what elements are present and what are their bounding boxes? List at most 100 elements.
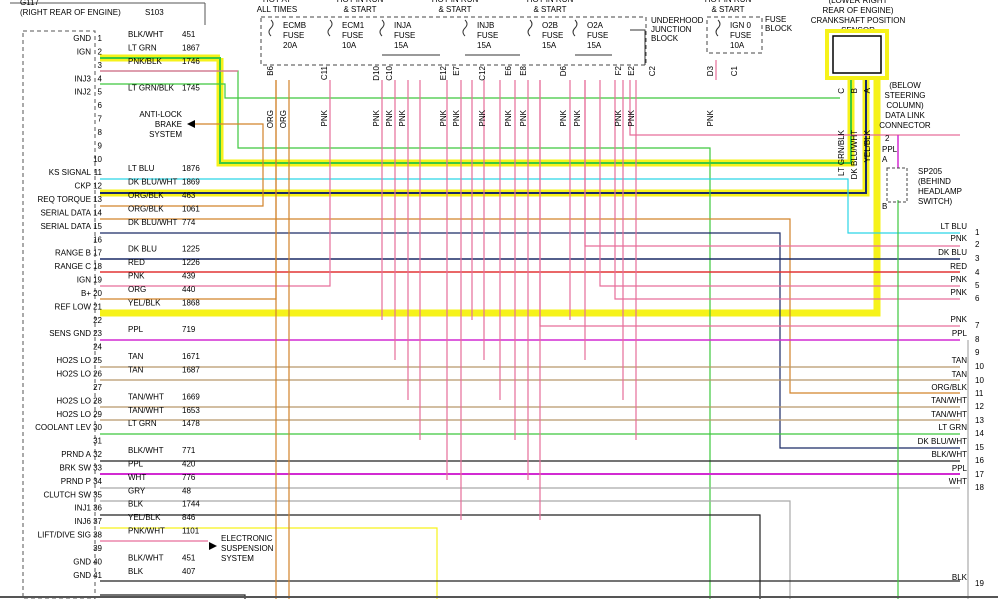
fuse-rating: 10A xyxy=(342,41,357,50)
pin-number: 5 xyxy=(98,88,103,97)
output-number: 2 xyxy=(975,240,980,249)
wire-color-label: LT BLU xyxy=(128,164,155,173)
fuse-name: ECMB xyxy=(283,21,306,30)
pin-number: 13 xyxy=(93,195,102,204)
output-number: 11 xyxy=(975,389,984,398)
output-number: 13 xyxy=(975,416,984,425)
output-number: 1 xyxy=(975,228,980,237)
power-source-label: HOT IN RUN xyxy=(705,0,752,4)
circuit-number: 439 xyxy=(182,272,196,281)
pin-number: 28 xyxy=(93,396,102,405)
wire-color-vertical: PNK xyxy=(478,109,487,126)
g117-label: G117 xyxy=(20,0,40,7)
output-number: 5 xyxy=(975,281,980,290)
underhood-block-label: UNDERHOOD xyxy=(651,16,704,25)
output-number: 12 xyxy=(975,402,984,411)
power-source-label: & START xyxy=(533,5,566,14)
dlc-label: DATA LINK xyxy=(885,111,925,120)
sensor-pin-label: A xyxy=(863,87,872,93)
power-source-label: HOT IN RUN xyxy=(432,0,479,4)
s103-label: S103 xyxy=(145,8,164,17)
wire-color-vertical: ORG xyxy=(279,110,288,128)
pcm-connector xyxy=(22,30,96,599)
circuit-number: 1744 xyxy=(182,500,200,509)
output-wire-label: TAN/WHT xyxy=(931,396,967,405)
output-wire-label: PNK xyxy=(951,234,968,243)
circuit-number: 1101 xyxy=(182,527,200,536)
pin-function-label: REQ TORQUE xyxy=(38,195,92,204)
pin-number: 3 xyxy=(98,61,103,70)
wire-color-label: BLK xyxy=(128,500,144,509)
pnk-out-wire xyxy=(629,80,960,136)
connector-pin-label: C1 xyxy=(730,65,739,76)
circuit-number: 1669 xyxy=(182,392,200,401)
connector-pin-label: D10 xyxy=(372,65,381,80)
connector-pin-label: D6 xyxy=(559,65,568,76)
circuit-number: 1867 xyxy=(182,43,200,52)
output-wire-label: DK BLU/WHT xyxy=(918,437,967,446)
underhood-block-label: JUNCTION xyxy=(651,25,692,34)
connector-pin-label: C2 xyxy=(648,65,657,76)
pin-number: 1 xyxy=(98,34,103,43)
fuse-name: O2A xyxy=(587,21,604,30)
circuit-number: 440 xyxy=(182,285,196,294)
wire-color-label: BLK/WHT xyxy=(128,446,164,455)
pin-number: 32 xyxy=(93,450,102,459)
wire-color-vertical: PNK xyxy=(439,109,448,126)
wire-color-label: LT GRN/BLK xyxy=(128,84,175,93)
pin-number: 31 xyxy=(93,437,102,446)
pin-function-label: INJ3 xyxy=(75,74,92,83)
wire-color-label: DK BLU/WHT xyxy=(128,178,177,187)
output-wire-label: TAN xyxy=(952,356,968,365)
output-number: 3 xyxy=(975,254,980,263)
power-source-label: & START xyxy=(438,5,471,14)
circuit-number: 1746 xyxy=(182,57,200,66)
fuse-type: FUSE xyxy=(587,31,608,40)
wire-color-vertical: PNK xyxy=(559,109,568,126)
fuse-symbol xyxy=(462,19,468,37)
wire-color-vertical: PNK xyxy=(573,109,582,126)
sp205-label: HEADLAMP xyxy=(918,187,962,196)
fuse-type: FUSE xyxy=(342,31,363,40)
sensor-label: (LOWER RIGHT xyxy=(828,0,887,5)
pin-number: 21 xyxy=(93,302,102,311)
wire-color-label: GRY xyxy=(128,486,146,495)
sp205-label: (BEHIND xyxy=(918,177,951,186)
pin-function-label: LIFT/DIVE SIG xyxy=(38,531,91,540)
fuse-type: FUSE xyxy=(477,31,498,40)
fuse-block-label: FUSE xyxy=(765,15,786,24)
fuse-rating: 15A xyxy=(477,41,492,50)
fuse-rating: 15A xyxy=(542,41,557,50)
fuse-symbol xyxy=(327,19,333,37)
pin-function-label: HO2S LO xyxy=(56,370,91,379)
dlc-wire: PPL xyxy=(882,145,898,154)
dlc-pin: 2 xyxy=(885,134,890,143)
output-number: 18 xyxy=(975,483,984,492)
wire-color-label: DK BLU/WHT xyxy=(128,218,177,227)
pin-function-label: GND xyxy=(73,571,91,580)
pin-function-label: CLUTCH SW xyxy=(43,490,91,499)
pin-function-label: INJ6 xyxy=(75,517,92,526)
output-wire-label: PNK xyxy=(951,315,968,324)
circuit-number: 719 xyxy=(182,325,196,334)
circuit-number: 1478 xyxy=(182,419,200,428)
wire-color-label: ORG xyxy=(128,285,146,294)
clutch-wire xyxy=(100,500,791,599)
ckp-highlight xyxy=(100,80,870,197)
ign-pnk-wire xyxy=(100,80,331,287)
wire-color-label: BLK xyxy=(128,567,144,576)
wire-color-label: TAN/WHT xyxy=(128,392,164,401)
wire-color-label: YEL/BLK xyxy=(128,298,161,307)
connector-pin-label: E12 xyxy=(439,65,448,80)
wire-color-vertical: PNK xyxy=(385,109,394,126)
pin-number: 23 xyxy=(93,329,102,338)
pin-number: 11 xyxy=(94,168,103,177)
wire-color-label: WHT xyxy=(128,473,146,482)
pin-number: 7 xyxy=(98,115,103,124)
pin-function-label: HO2S LO xyxy=(56,396,91,405)
connector-pin-label: B6 xyxy=(266,65,275,75)
pin-number: 34 xyxy=(93,477,102,486)
pin-number: 6 xyxy=(98,101,103,110)
pin-function-label: B+ xyxy=(81,289,91,298)
